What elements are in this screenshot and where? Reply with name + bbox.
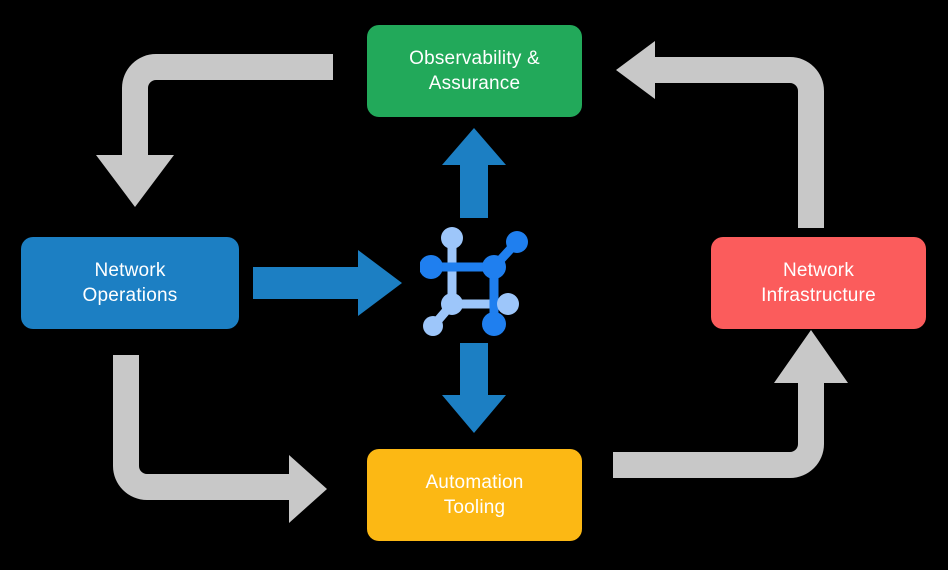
node-box-network-operations[interactable]: Network Operations bbox=[21, 237, 239, 329]
node-bottom-right bbox=[482, 312, 506, 336]
arrow-operations-to-automation bbox=[113, 355, 327, 523]
arrow-automation-to-infrastructure bbox=[613, 330, 848, 478]
arrow-observability-to-operations bbox=[96, 54, 333, 207]
node-box-observability[interactable]: Observability & Assurance bbox=[367, 25, 582, 117]
arrow-center-to-observability bbox=[442, 128, 506, 218]
node-center-bottom-left bbox=[441, 293, 463, 315]
node-label-network-operations: Network Operations bbox=[82, 259, 178, 306]
node-top-left bbox=[441, 227, 463, 249]
node-left bbox=[420, 255, 443, 279]
network-nodes-secondary bbox=[423, 227, 519, 336]
arrow-operations-to-center bbox=[253, 250, 402, 316]
node-mid-right bbox=[497, 293, 519, 315]
arrow-center-to-automation bbox=[442, 343, 506, 433]
node-bottom-left bbox=[423, 316, 443, 336]
node-label-observability: Observability & Assurance bbox=[409, 47, 540, 94]
node-box-automation-tooling[interactable]: Automation Tooling bbox=[367, 449, 582, 541]
node-box-network-infrastructure[interactable]: Network Infrastructure bbox=[711, 237, 926, 329]
network-nodes-primary bbox=[420, 231, 528, 336]
arrow-infrastructure-to-observability bbox=[616, 41, 824, 228]
node-hub bbox=[482, 255, 506, 279]
node-label-automation-tooling: Automation Tooling bbox=[425, 471, 524, 518]
network-topology-icon bbox=[420, 227, 528, 336]
node-top-right bbox=[506, 231, 528, 253]
node-label-network-infrastructure: Network Infrastructure bbox=[761, 259, 876, 306]
